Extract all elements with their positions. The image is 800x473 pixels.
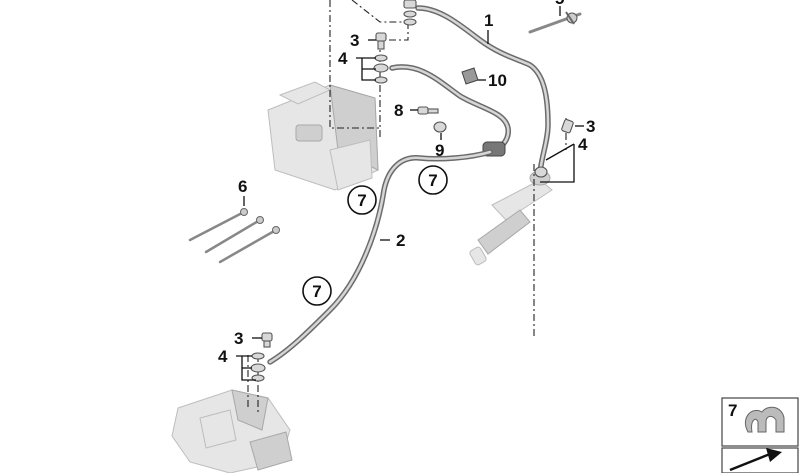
bolt-3-lower	[250, 332, 273, 382]
callout-2: 2	[396, 231, 405, 250]
callout-1: 1	[484, 11, 493, 30]
callout-7-middle: 7	[357, 191, 366, 210]
callout-labels: 1 2 3 3 3 4 4 4 5 6 8 9 10	[218, 0, 595, 366]
bolt-8	[417, 106, 439, 115]
abs-unit	[267, 81, 379, 191]
callout-3-lower: 3	[234, 329, 243, 348]
cable-ties	[188, 208, 280, 264]
alignment-lines	[247, 0, 567, 412]
arrow-icon	[729, 448, 782, 472]
legend-label-7: 7	[728, 401, 737, 420]
leader-lines	[236, 6, 584, 381]
circled-callouts: 7 7 7	[302, 165, 448, 306]
brake-hose-1	[389, 5, 551, 175]
callout-3-upper: 3	[350, 31, 359, 50]
brake-caliper	[171, 389, 293, 473]
clip-part-10	[461, 67, 479, 85]
bolt-3-right	[534, 119, 574, 178]
callout-4-right: 4	[578, 135, 588, 154]
master-cylinder	[469, 170, 553, 266]
washer-9	[433, 121, 447, 133]
bolt-top	[403, 0, 417, 26]
callout-7-lower: 7	[312, 282, 321, 301]
callout-4-lower: 4	[218, 347, 228, 366]
bolt-3-upper	[373, 32, 389, 84]
holder-part-5	[528, 11, 582, 34]
callout-4-upper: 4	[338, 49, 348, 68]
callout-6: 6	[238, 177, 247, 196]
legend-panel: 7	[721, 397, 799, 473]
callout-3-right: 3	[586, 117, 595, 136]
callout-9: 9	[435, 141, 444, 160]
brake-hose-2	[267, 149, 493, 365]
callout-10: 10	[488, 71, 507, 90]
hose-clip-icon	[744, 406, 785, 433]
callout-5: 5	[555, 0, 564, 8]
callout-8: 8	[394, 101, 403, 120]
callout-7-right: 7	[428, 171, 437, 190]
